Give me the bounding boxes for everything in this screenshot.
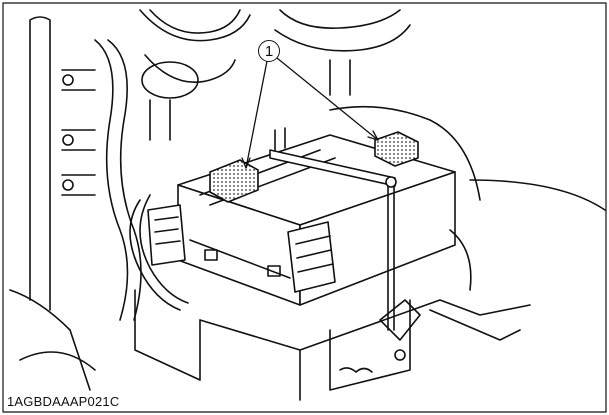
battery-terminals <box>209 127 419 203</box>
top-assembly <box>139 9 411 141</box>
hold-down-bracket <box>269 149 397 331</box>
callout-number: 1 <box>258 40 280 62</box>
battery-tray <box>134 179 606 401</box>
cables <box>129 105 481 311</box>
figure-code: 1AGBDAAAP021C <box>4 394 123 409</box>
side-connectors <box>147 204 336 293</box>
callout-leaders <box>241 57 379 169</box>
left-frame-structure <box>9 16 142 391</box>
